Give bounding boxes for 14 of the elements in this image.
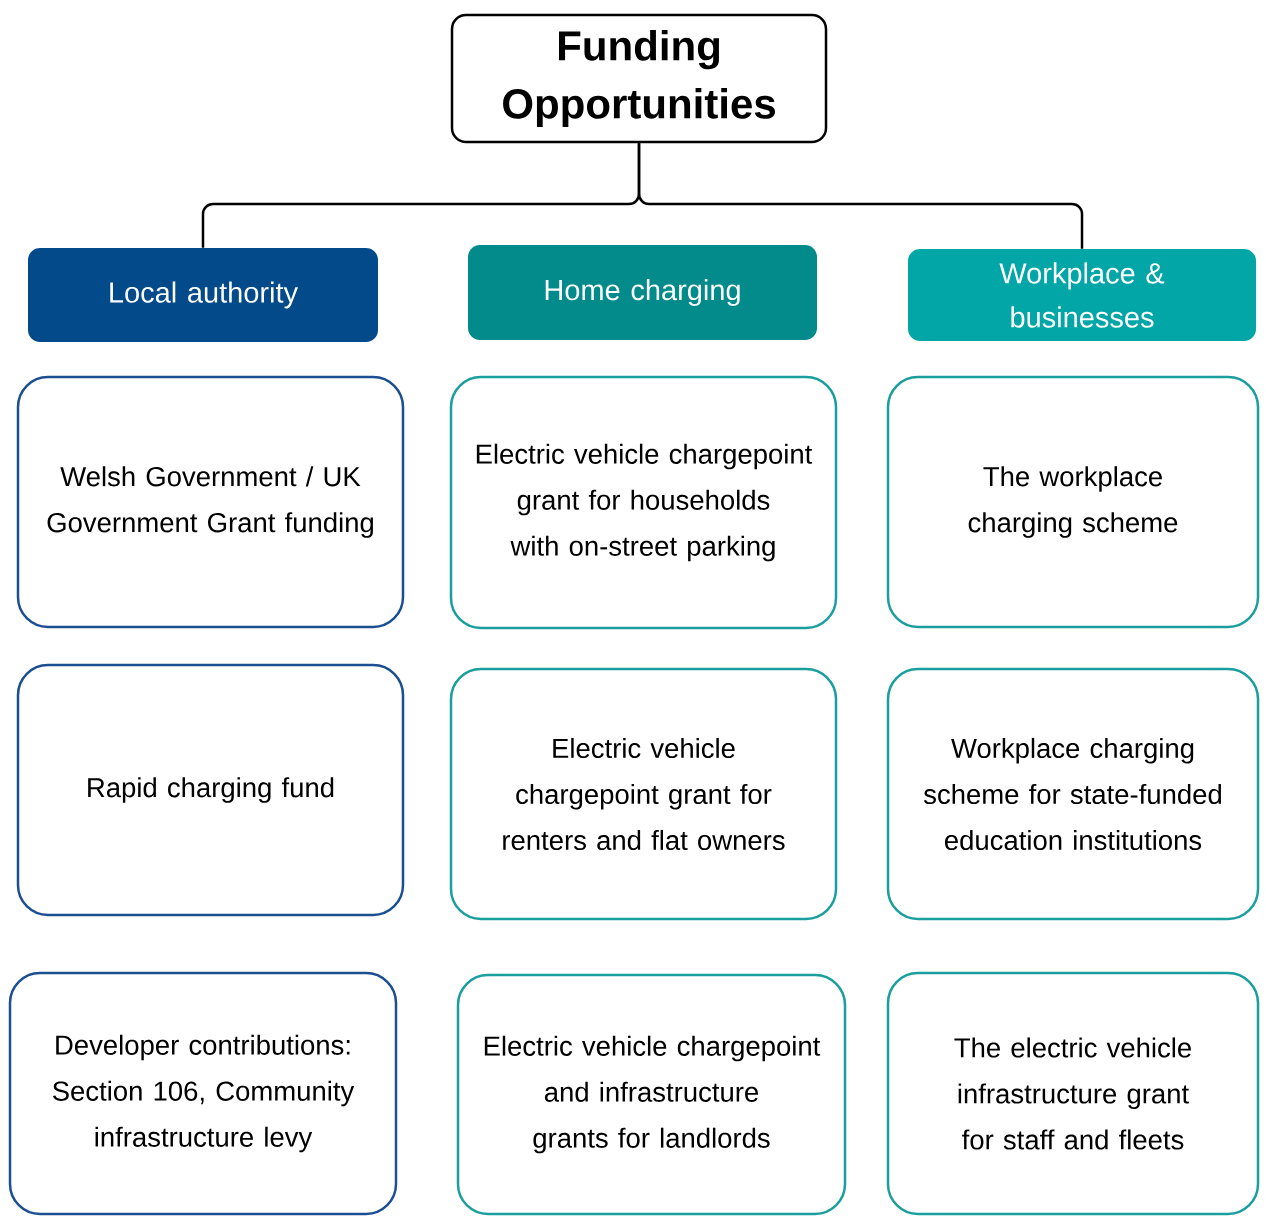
funding-box: Electric vehicle chargepoint grant for households with on-street parking bbox=[449, 375, 838, 630]
funding-box: The workplace charging scheme bbox=[886, 375, 1260, 629]
funding-box: Workplace charging scheme for state-funded education institutions bbox=[886, 667, 1260, 921]
category-box: Home charging bbox=[468, 245, 817, 340]
funding-box: Rapid charging fund bbox=[16, 663, 405, 917]
funding-box: Developer contributions: Section 106, Community infrastructure levy bbox=[8, 971, 398, 1216]
funding-box: Electric vehicle chargepoint grant for renters and flat owners bbox=[449, 667, 838, 921]
funding-box: Welsh Government / UK Government Grant funding bbox=[16, 375, 405, 629]
connector-line bbox=[637, 143, 1084, 249]
category-box: Workplace & businesses bbox=[908, 249, 1256, 341]
funding-box: Electric vehicle chargepoint and infrastructure grants for landlords bbox=[456, 973, 847, 1216]
funding-box: The electric vehicle infrastructure grant for staff and fleets bbox=[886, 971, 1260, 1216]
title-box: Funding Opportunities bbox=[450, 13, 828, 144]
category-box: Local authority bbox=[28, 248, 378, 342]
